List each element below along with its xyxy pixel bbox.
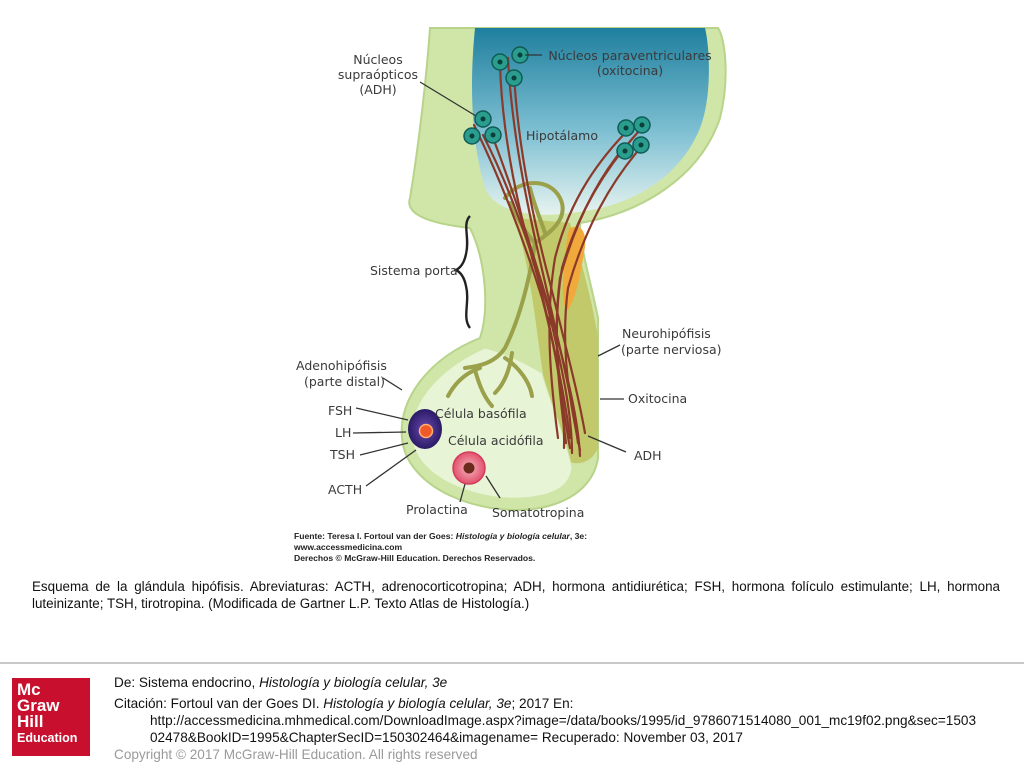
label-fsh: FSH <box>328 403 352 418</box>
label-celula-basofila: Célula basófila <box>435 406 527 421</box>
label-tsh: TSH <box>329 447 355 462</box>
footer-divider <box>0 662 1024 664</box>
figure-caption: Esquema de la glándula hipófisis. Abrevi… <box>32 579 1000 611</box>
portal-brace <box>453 215 472 329</box>
label-prolactina: Prolactina <box>406 502 468 517</box>
label-supraopticos-3: (ADH) <box>359 82 396 97</box>
from-line: De: Sistema endocrino, Histología y biol… <box>114 675 448 690</box>
label-sistema-porta: Sistema porta <box>370 263 458 278</box>
label-hipotalamo: Hipotálamo <box>526 128 598 143</box>
citation-footer: De: Sistema endocrino, Histología y biol… <box>114 674 1014 763</box>
figure-source: Fuente: Teresa I. Fortoul van der Goes: … <box>293 531 587 563</box>
copyright-text: Copyright © 2017 McGraw-Hill Education. … <box>114 747 478 762</box>
source-url: www.accessmedicina.com <box>293 542 402 552</box>
label-somatotropina: Somatotropina <box>492 505 584 520</box>
basophil-nucleus <box>418 423 434 439</box>
label-lh: LH <box>335 425 351 440</box>
label-supraopticos-2: supraópticos <box>338 67 418 82</box>
source-fuente: Fuente: Teresa I. Fortoul van der Goes: … <box>294 531 587 541</box>
citation-url-1[interactable]: http://accessmedicina.mhmedical.com/Down… <box>150 713 976 728</box>
acidophil-nucleus <box>463 462 475 474</box>
portal-system-vessels <box>446 181 565 408</box>
label-adenohipofisis-2: (parte distal) <box>304 374 385 389</box>
mcgraw-hill-logo: Mc Graw Hill Education <box>12 678 90 756</box>
leader-lines <box>352 54 627 503</box>
label-paraventriculares-2: (oxitocina) <box>597 63 663 78</box>
label-supraopticos-1: Núcleos <box>353 52 402 67</box>
label-oxitocina: Oxitocina <box>628 391 687 406</box>
label-neurohipofisis-2: (parte nerviosa) <box>621 342 722 357</box>
diagram-labels: Núcleos supraópticos (ADH) Núcleos parav… <box>296 48 722 520</box>
axon-bundle <box>472 56 644 458</box>
citation-line: Citación: Fortoul van der Goes DI. Histo… <box>114 696 574 711</box>
label-adh: ADH <box>634 448 662 463</box>
label-celula-acidofila: Célula acidófila <box>448 433 544 448</box>
source-derechos: Derechos © McGraw-Hill Education. Derech… <box>294 553 535 563</box>
label-acth: ACTH <box>328 482 362 497</box>
label-adenohipofisis-1: Adenohipófisis <box>296 358 387 373</box>
label-paraventriculares-1: Núcleos paraventriculares <box>548 48 711 63</box>
citation-url-2[interactable]: 02478&BookID=1995&ChapterSecID=150302464… <box>150 730 743 745</box>
pituitary-diagram: Núcleos supraópticos (ADH) Núcleos parav… <box>293 27 727 563</box>
label-neurohipofisis-1: Neurohipófisis <box>622 326 711 341</box>
hypothalamus-region <box>472 28 709 215</box>
